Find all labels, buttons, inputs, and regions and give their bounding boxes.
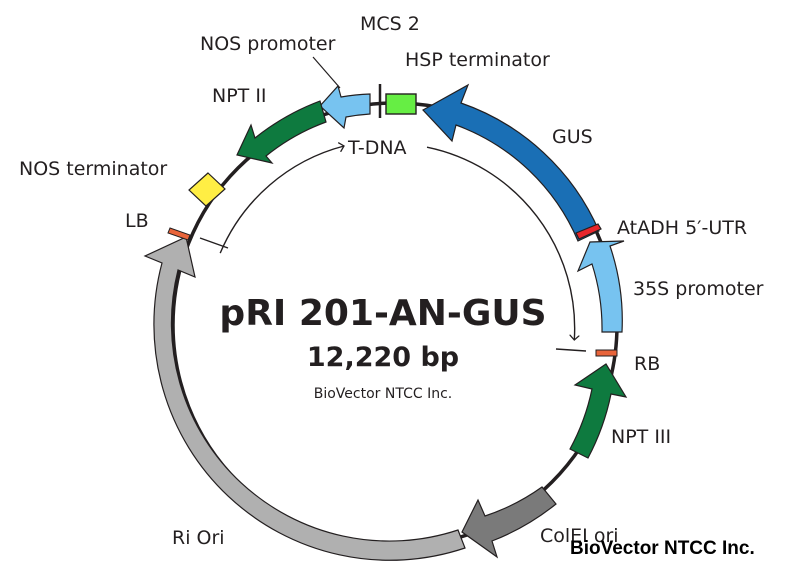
rb-site <box>595 349 618 357</box>
tdna-label: T-DNA <box>347 137 407 159</box>
atadh-5utr-box <box>575 223 602 240</box>
gus-arrow <box>422 83 600 242</box>
plasmid-name: pRI 201-AN-GUS <box>219 293 546 334</box>
feature-label-nos-promoter: NOS promoter <box>200 33 336 55</box>
hsp-terminator-box <box>385 93 417 115</box>
feature-label-nos-terminator: NOS terminator <box>19 158 167 180</box>
feature-label-atadh-5utr: AtADH 5′-UTR <box>617 217 747 239</box>
plasmid-size: 12,220 bp <box>307 342 459 373</box>
tdna-arc-right <box>426 146 575 340</box>
feature-label-colei-ori: ColEI ori <box>540 525 619 547</box>
feature-label-gus: GUS <box>552 126 593 148</box>
ri-ori-arrow <box>143 236 466 561</box>
feature-label-lb: LB <box>125 210 149 232</box>
35s-promoter-arrow <box>576 240 625 333</box>
tdna-arc-left <box>219 146 344 254</box>
plasmid-credit: BioVector NTCC Inc. <box>314 386 452 402</box>
npt-ii-arrow <box>236 100 327 164</box>
feature-label-35s-promoter: 35S promoter <box>633 278 764 300</box>
feature-label-hsp-terminator: HSP terminator <box>405 49 550 71</box>
nos-promoter-arrow <box>319 84 371 130</box>
feature-label-rb: RB <box>634 353 660 375</box>
colei-ori-arrow <box>461 486 557 559</box>
nos-promoter-leader <box>312 56 341 89</box>
feature-label-mcs2: MCS 2 <box>360 13 420 35</box>
lb-site <box>167 227 191 241</box>
npt-iii-arrow <box>569 363 628 459</box>
watermark: BioVector NTCC Inc. <box>570 538 755 559</box>
tdna-right-bar <box>555 348 587 352</box>
feature-label-npt-iii: NPT III <box>611 426 671 448</box>
feature-label-npt-ii: NPT II <box>212 85 267 107</box>
tdna-left-bar <box>199 237 229 249</box>
feature-label-ri-ori: Ri Ori <box>172 527 225 549</box>
nos-terminator-box <box>188 172 226 207</box>
